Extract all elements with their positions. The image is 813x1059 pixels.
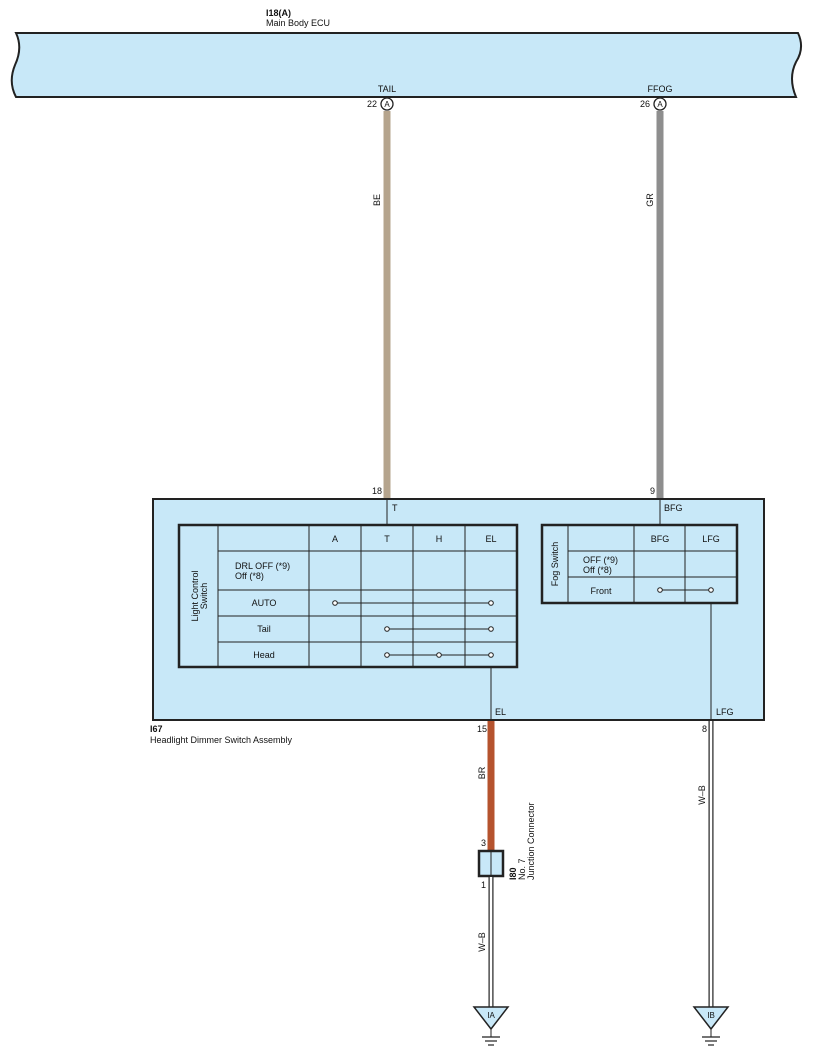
continuity-node (384, 626, 390, 632)
light-col-header: H (436, 534, 443, 544)
light-row-label: DRL OFF (*9) (235, 561, 290, 571)
ecu-connector-a-letter: A (384, 100, 390, 109)
fog-col-header: BFG (651, 534, 670, 544)
ecu-connector-a-marker (380, 97, 394, 111)
light-row-label: Off (*8) (235, 571, 264, 581)
assembly-pin-8: 8 (702, 724, 707, 734)
ecu-body (10, 32, 802, 98)
light-row-label: AUTO (252, 598, 277, 608)
fog-col-header: LFG (702, 534, 720, 544)
fog-switch-title: Fog Switch (550, 542, 560, 587)
light-row-label: Tail (257, 624, 271, 634)
assembly-pin-15: 15 (477, 724, 487, 734)
continuity-node (488, 600, 494, 606)
continuity-node (384, 652, 390, 658)
junction-name: Junction Connector (526, 802, 536, 880)
junction-pin-1: 1 (481, 880, 486, 890)
fog-row-label: OFF (*9) (583, 555, 618, 565)
ecu-pin-26: 26 (640, 99, 650, 109)
assembly-terminal-bfg: BFG (664, 503, 683, 513)
continuity-node (488, 652, 494, 658)
light-switch-title: Switch (199, 583, 209, 610)
light-row-label: Head (253, 650, 275, 660)
light-col-header: A (332, 534, 338, 544)
junction-id: I80 (508, 867, 518, 880)
wire-be-label: BE (372, 194, 382, 206)
assembly-id: I67 (150, 724, 163, 734)
light-col-header: EL (485, 534, 496, 544)
ground-label-ib: IB (707, 1011, 715, 1020)
ecu-name: Main Body ECU (266, 18, 330, 28)
assembly-name: Headlight Dimmer Switch Assembly (150, 735, 293, 745)
continuity-node (657, 587, 663, 593)
wire-gr-label: GR (645, 193, 655, 207)
ecu-terminal-tail: TAIL (378, 84, 396, 94)
ecu-connector-a-letter: A (657, 100, 663, 109)
fog-row-label: Front (590, 586, 612, 596)
assembly-terminal-t: T (392, 503, 398, 513)
continuity-node (488, 626, 494, 632)
ground-point-ia (472, 1006, 510, 1031)
fog-row-label: Off (*8) (583, 565, 612, 575)
light-switch-table (177, 523, 519, 669)
continuity-node (436, 652, 442, 658)
ground-point-ib (692, 1006, 730, 1031)
ecu-terminal-ffog: FFOG (648, 84, 673, 94)
wire-br-label: BR (477, 766, 487, 779)
wire-w-b-label: W–B (477, 932, 487, 952)
assembly-terminal-lfg: LFG (716, 707, 734, 717)
ecu-connector-a-marker (653, 97, 667, 111)
junction-name: No. 7 (517, 858, 527, 880)
junction-pin-3: 3 (481, 838, 486, 848)
continuity-node (332, 600, 338, 606)
ecu-pin-22: 22 (367, 99, 377, 109)
ground-label-ia: IA (487, 1011, 495, 1020)
light-col-header: T (384, 534, 390, 544)
continuity-node (708, 587, 714, 593)
assembly-pin-9: 9 (650, 486, 655, 496)
ecu-id: I18(A) (266, 8, 291, 18)
assembly-pin-18: 18 (372, 486, 382, 496)
light-switch-title: Light Control (190, 570, 200, 621)
assembly-terminal-el: EL (495, 707, 506, 717)
wire-w-b-label: W–B (697, 785, 707, 805)
